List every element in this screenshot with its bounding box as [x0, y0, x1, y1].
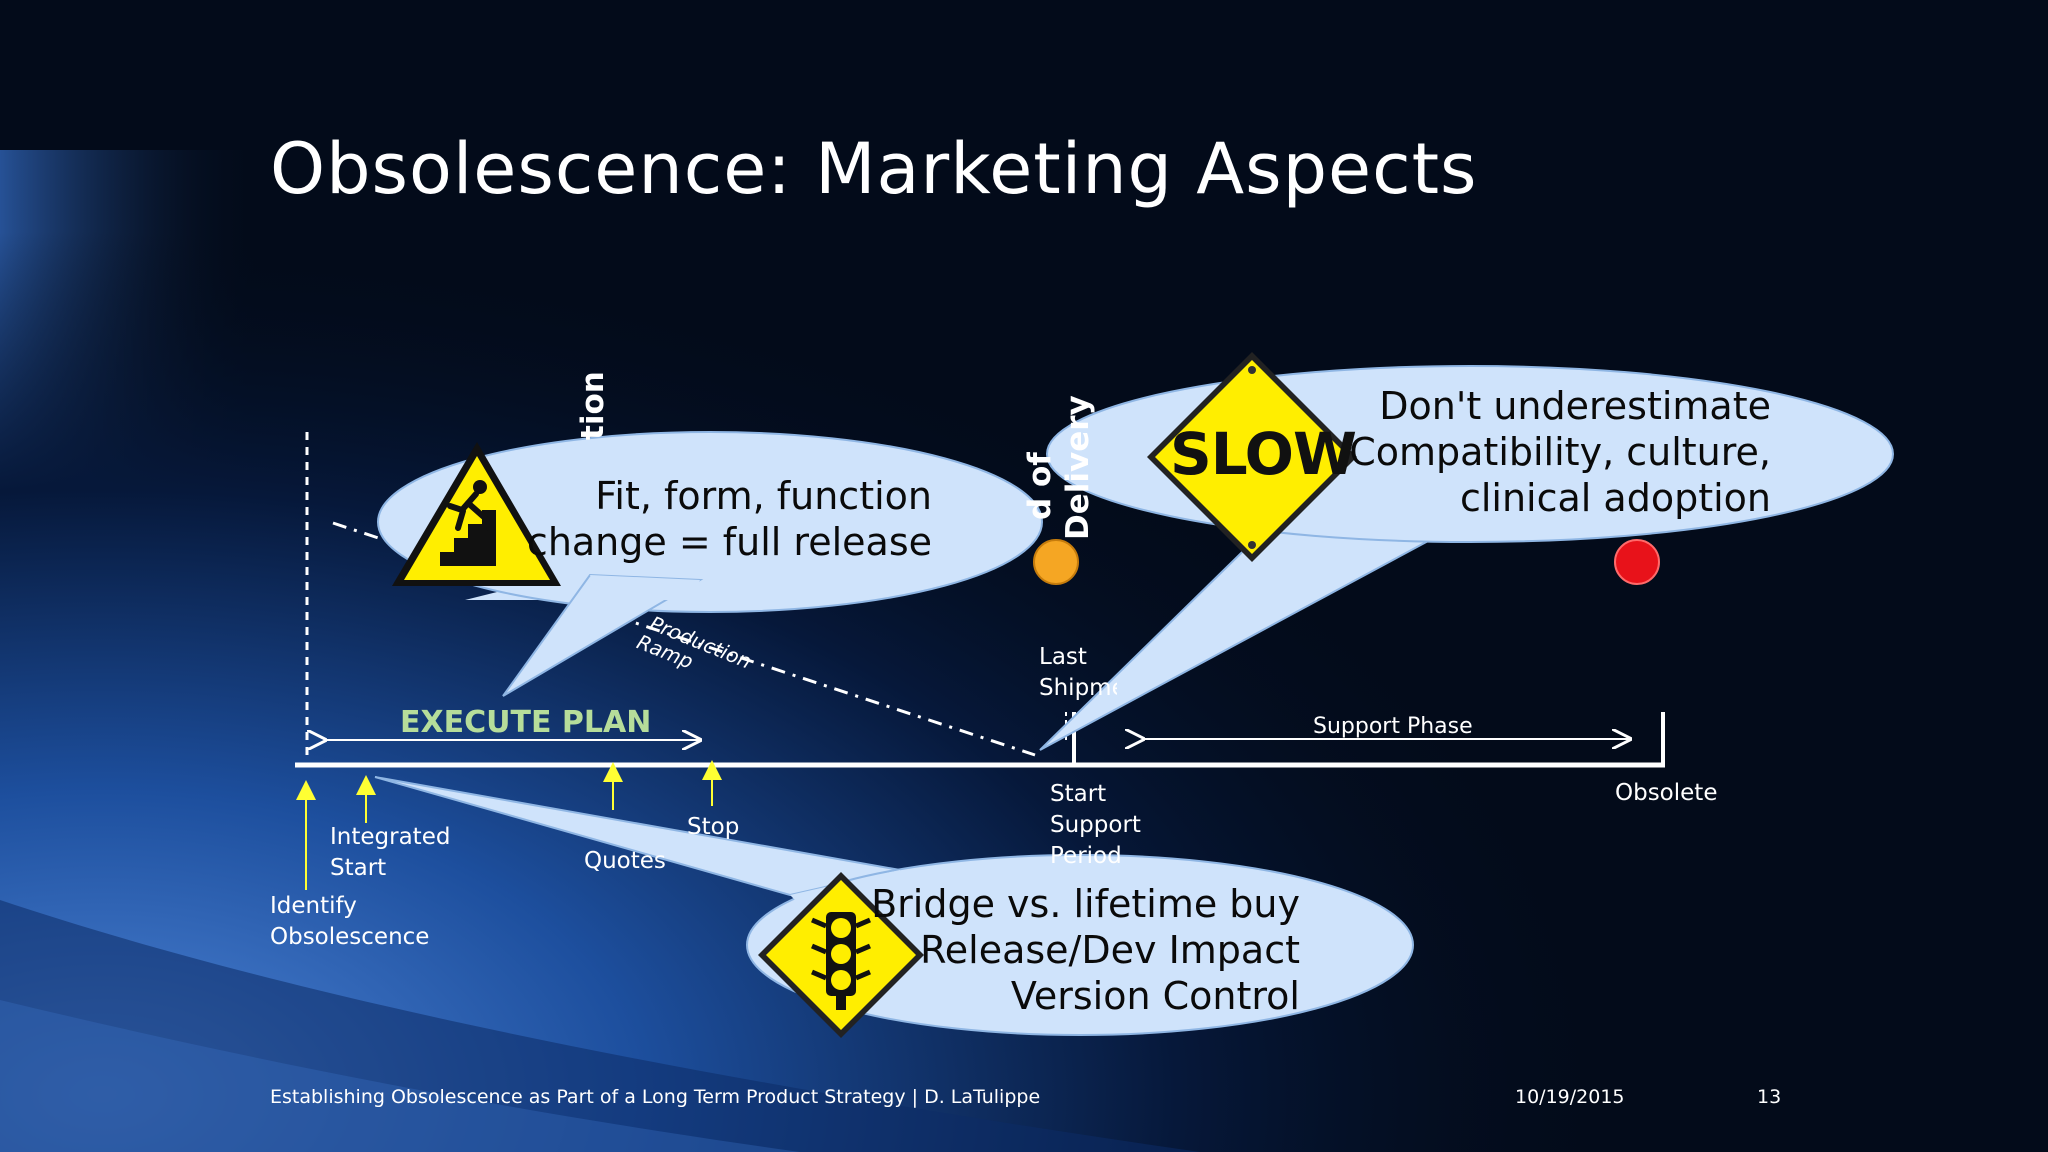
callout-bridge-line2: Release/Dev Impact — [920, 928, 1300, 972]
execute-plan-label: EXECUTE PLAN — [400, 705, 652, 740]
obsolete-dot — [1614, 539, 1660, 585]
milestone-last-shipment: Last Shipme — [1039, 642, 1117, 704]
slide-title: Obsolescence: Marketing Aspects — [270, 128, 1478, 210]
traffic-light-sign-icon — [758, 872, 924, 1038]
milestone-start-support-line3: Period — [1050, 843, 1122, 867]
partial-vertical-label: tion — [575, 371, 611, 440]
milestone-last-line2: Shipme — [1039, 675, 1117, 701]
milestone-start-support-line1: Start — [1050, 781, 1107, 807]
slow-sign-icon — [1147, 352, 1357, 562]
callout-bridge-text: Bridge vs. lifetime buy Release/Dev Impa… — [871, 881, 1300, 1019]
end-of-delivery-label-line1: d of — [1022, 452, 1058, 520]
milestone-integrated-line2: Start — [330, 855, 387, 881]
footer-page-number: 13 — [1757, 1086, 1782, 1108]
milestone-identify-obsolescence: Identify Obsolescence — [270, 891, 429, 953]
footer-date: 10/19/2015 — [1515, 1086, 1625, 1108]
callout-bridge-line1: Bridge vs. lifetime buy — [871, 882, 1300, 926]
end-of-delivery-dot — [1033, 539, 1079, 585]
milestone-integrated-start: Integrated Start — [330, 822, 450, 884]
callout-bridge-line3: Version Control — [1010, 974, 1300, 1018]
callout-fit-form-line2: change = full release — [526, 520, 932, 564]
milestone-start-support-line2: Support — [1050, 812, 1141, 838]
support-phase-label: Support Phase — [1313, 714, 1473, 739]
end-of-delivery-label-line2: Delivery — [1060, 395, 1096, 540]
milestone-integrated-line1: Integrated — [330, 824, 451, 850]
callout-compatibility-text: Don't underestimate Compatibility, cultu… — [1349, 383, 1771, 521]
slow-sign-text: SLOW — [1170, 420, 1357, 488]
milestone-quotes: Quotes — [584, 848, 666, 874]
callout-fit-form-line1: Fit, form, function — [595, 474, 932, 518]
callout-compatibility-line2: Compatibility, culture, — [1349, 430, 1771, 474]
milestone-stop: Stop — [687, 814, 740, 840]
callout-compatibility-line1: Don't underestimate — [1379, 384, 1771, 428]
milestone-identify-line1: Identify — [270, 893, 357, 919]
milestone-obsolete: Obsolete — [1615, 780, 1718, 806]
callout-fit-form-text: Fit, form, function change = full releas… — [527, 473, 932, 565]
callout-compatibility-line3: clinical adoption — [1459, 476, 1771, 520]
milestone-start-support-period: Start Support Period — [1050, 779, 1141, 867]
milestone-identify-line2: Obsolescence — [270, 924, 430, 950]
footer-text: Establishing Obsolescence as Part of a L… — [270, 1086, 1041, 1108]
milestone-last-line1: Last — [1039, 644, 1087, 670]
falling-stairs-warning-icon — [392, 442, 561, 586]
